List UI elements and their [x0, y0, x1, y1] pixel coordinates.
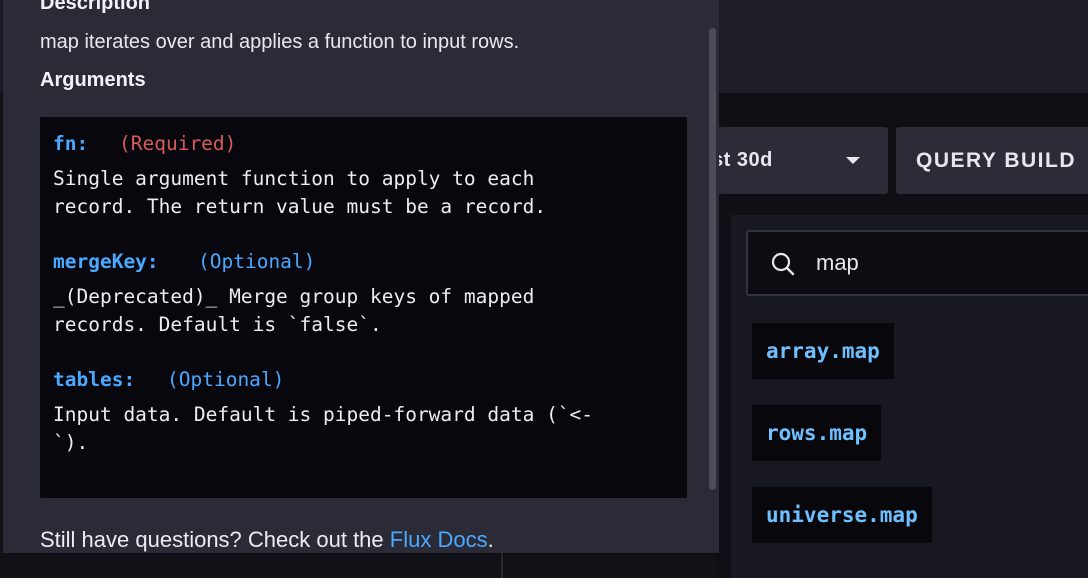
argument-description-line: Input data. Default is piped-forward dat… [53, 403, 594, 426]
argument-description-line: records. Default is `false`. [53, 313, 382, 336]
query-builder-button[interactable]: QUERY BUILD [896, 127, 1088, 194]
docs-footer-suffix: . [487, 527, 494, 552]
arguments-heading: Arguments [40, 69, 146, 91]
argument-flag-optional: (Optional) [167, 368, 285, 391]
argument-name-fn: fn: [53, 132, 89, 155]
argument-name-mergekey: mergeKey: [53, 250, 159, 273]
docs-footer: Still have questions? Check out the Flux… [40, 527, 494, 553]
argument-description-line: _(Deprecated)_ Merge group keys of mappe… [53, 285, 535, 308]
flux-docs-link[interactable]: Flux Docs [389, 527, 488, 552]
argument-name-tables: tables: [53, 368, 136, 391]
argument-description-line: Single argument function to apply to eac… [53, 167, 535, 190]
argument-flag-optional: (Optional) [198, 250, 316, 273]
query-builder-label: QUERY BUILD [916, 149, 1077, 172]
search-input[interactable] [816, 246, 1088, 280]
function-item-rows-map[interactable]: rows.map [752, 405, 882, 461]
editor-bottom-strip [0, 553, 716, 578]
search-icon [771, 252, 795, 276]
time-range-label: st 30d [712, 149, 773, 171]
argument-description-line: `). [53, 431, 89, 454]
function-item-array-map[interactable]: array.map [752, 323, 894, 379]
function-doc-popover: Description map iterates over and applie… [3, 0, 719, 553]
function-item-universe-map[interactable]: universe.map [752, 487, 932, 543]
argument-description-line: record. The return value must be a recor… [53, 195, 547, 218]
description-heading: Description [40, 0, 151, 14]
description-text: map iterates over and applies a function… [40, 31, 520, 53]
time-range-dropdown[interactable]: st 30d [690, 127, 888, 194]
caret-down-icon [846, 157, 860, 164]
argument-flag-required: (Required) [119, 132, 237, 155]
function-search-box[interactable] [746, 230, 1088, 296]
panel-divider [501, 553, 503, 578]
popover-scrollbar-thumb[interactable] [709, 28, 716, 490]
arguments-box: fn: (Required) Single argument function … [40, 117, 687, 498]
docs-footer-prefix: Still have questions? Check out the [40, 527, 390, 552]
